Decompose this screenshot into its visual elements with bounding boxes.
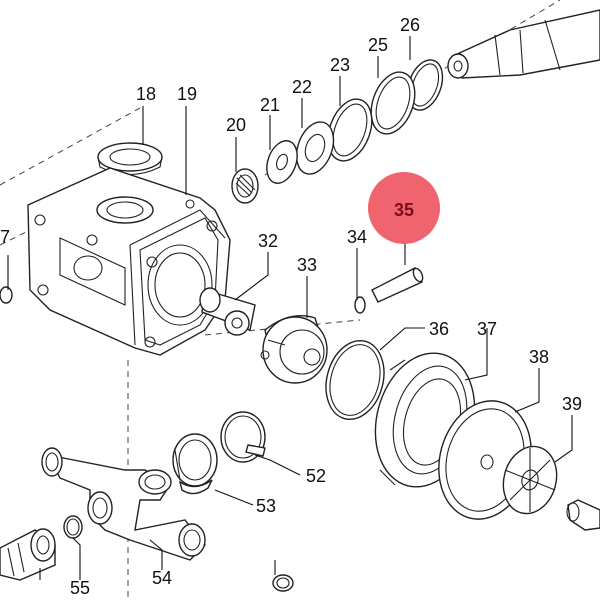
label-part-55[interactable]: 55 [70,578,90,598]
part-20-bearing[interactable] [231,168,259,204]
part-52-hose-clamp[interactable] [220,411,266,463]
label-part-35[interactable]: 35 [394,200,414,220]
label-part-20[interactable]: 20 [226,115,246,135]
label-part-38[interactable]: 38 [529,347,549,367]
part-25-ring[interactable] [363,66,422,140]
part-39-plate[interactable] [496,440,564,519]
leader-lines [7,36,573,580]
label-part-19[interactable]: 19 [177,84,197,104]
label-part-25[interactable]: 25 [368,35,388,55]
part-33-piston[interactable] [260,315,328,384]
part-19-pump-housing[interactable] [27,167,231,356]
label-part-18[interactable]: 18 [136,84,156,104]
part-34-circlip[interactable] [354,296,366,314]
part-nipple-fitting[interactable] [0,528,56,581]
part-53-fitting[interactable] [172,433,218,495]
label-part-33[interactable]: 33 [297,255,317,275]
label-part-26[interactable]: 26 [400,15,420,35]
label-part-22[interactable]: 22 [292,77,312,97]
part-40-bolt[interactable] [566,499,600,531]
label-part-37[interactable]: 37 [477,319,497,339]
part-23-ring[interactable] [320,93,379,167]
part-7-oring[interactable] [0,286,13,304]
highlight-marker [368,172,440,244]
label-part-21[interactable]: 21 [260,95,280,115]
part-32-connecting-rod[interactable] [199,287,256,336]
label-part-39[interactable]: 39 [562,394,582,414]
label-part-32[interactable]: 32 [258,231,278,251]
part-18-cap[interactable] [97,142,163,175]
label-part-34[interactable]: 34 [347,227,367,247]
label-part-53[interactable]: 53 [256,496,276,516]
label-part-52[interactable]: 52 [306,466,326,486]
part-26-ring[interactable] [401,55,449,115]
part-36-oring[interactable] [318,334,393,426]
part-35-pin[interactable] [371,267,425,303]
part-21-washer[interactable] [261,137,302,188]
part-labels: 7 18 19 20 21 22 23 25 26 32 33 34 35 36… [0,15,582,598]
label-part-54[interactable]: 54 [152,568,172,588]
label-part-23[interactable]: 23 [330,55,350,75]
part-bottom-oring[interactable] [272,574,294,592]
label-part-7[interactable]: 7 [0,227,10,247]
part-55-oring[interactable] [63,515,83,539]
part-22-washer[interactable] [290,117,340,179]
part-54-t-manifold[interactable] [41,447,206,561]
label-part-36[interactable]: 36 [429,319,449,339]
part-26-shaft[interactable] [447,9,600,79]
